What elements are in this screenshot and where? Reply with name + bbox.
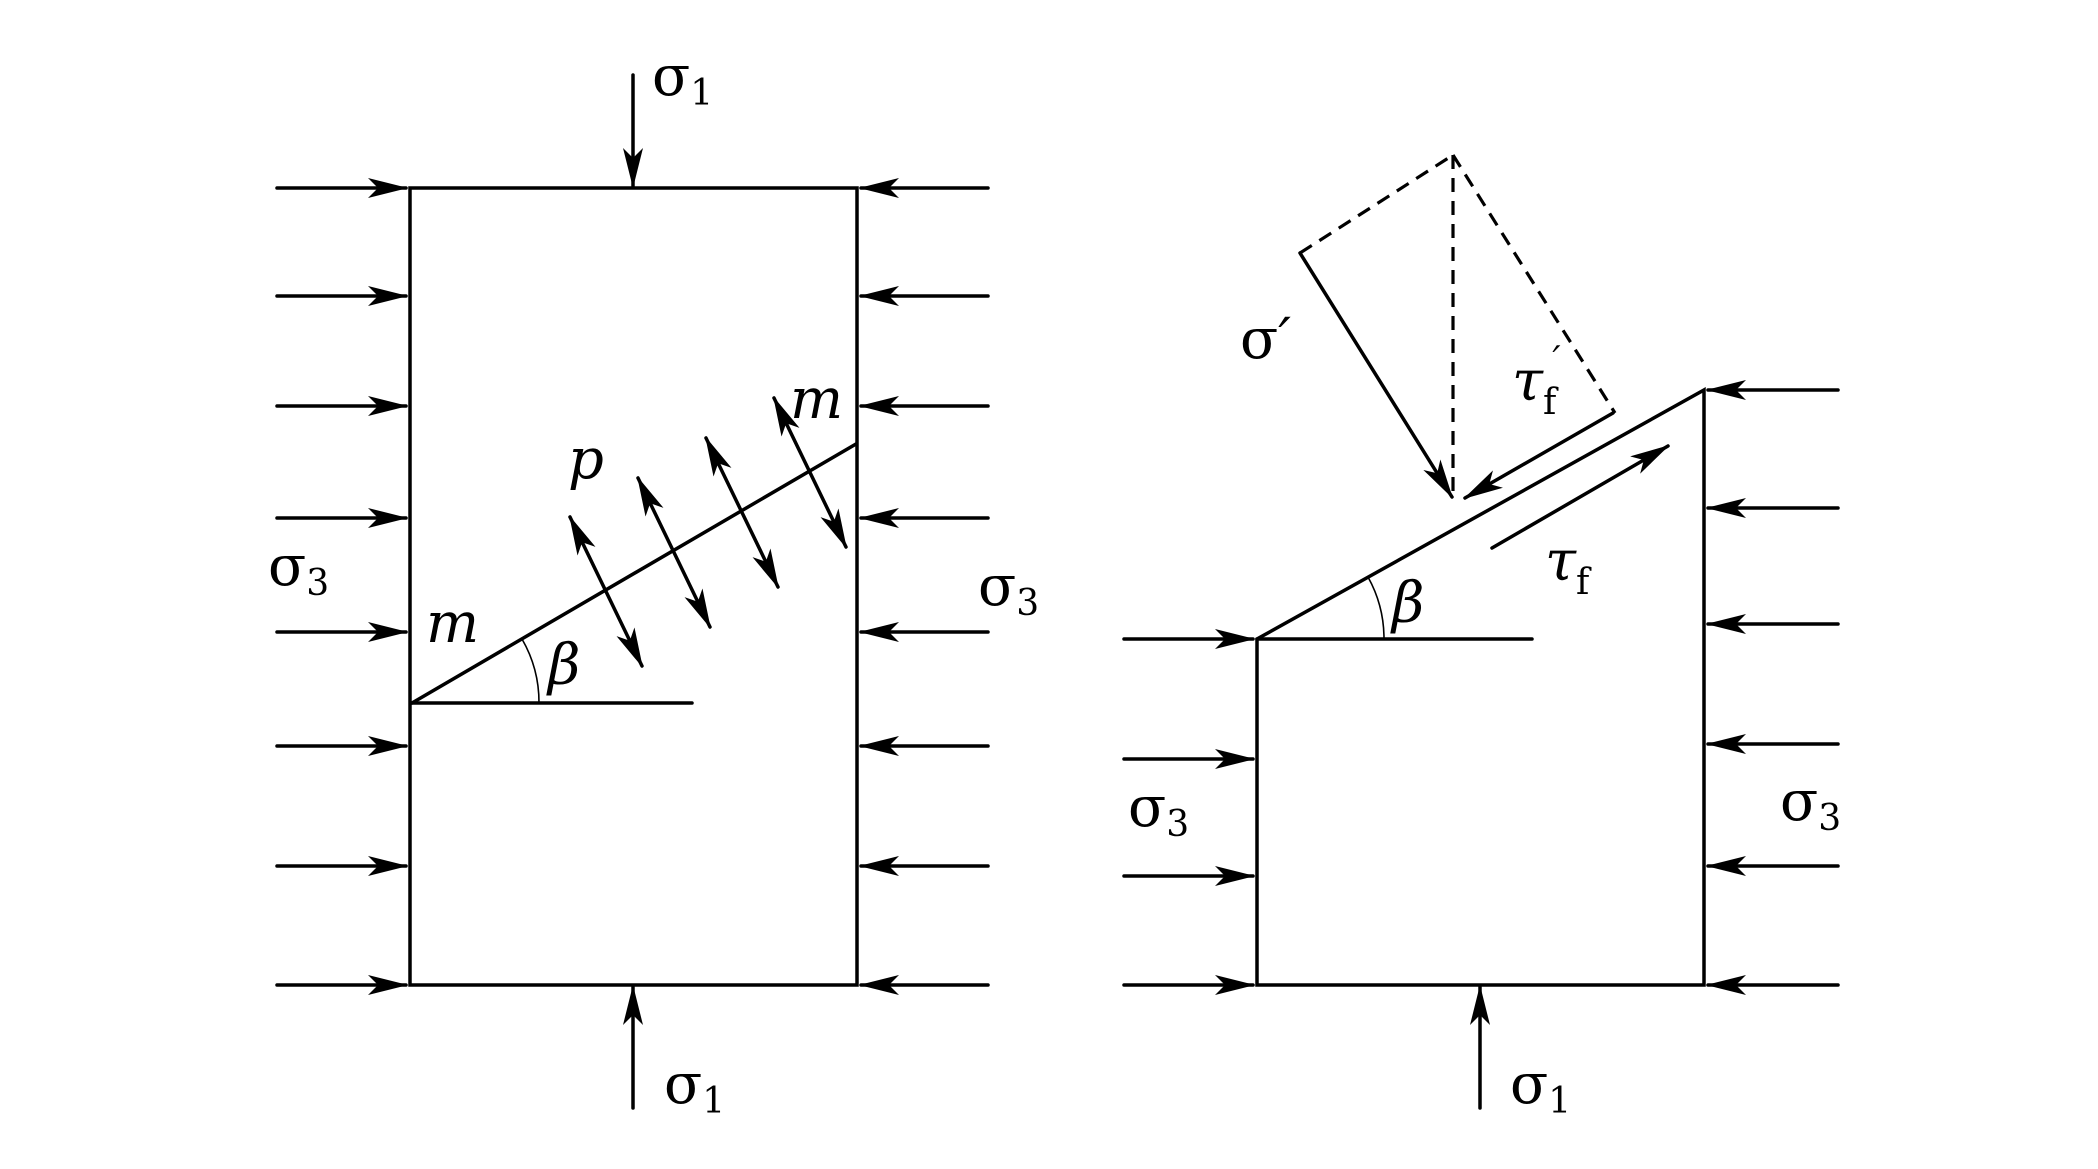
sigma-prime-arrow [1298,251,1454,499]
right-left-side-sigma3-arrows [1122,629,1255,995]
left-stress-label-p: p [568,427,604,492]
dashed-line [1299,153,1454,255]
tau-f-arrow [1490,444,1670,550]
right-side-sigma3-arrows [859,178,990,995]
tau-f-prime-arrow [1463,411,1615,500]
left-side-sigma3-arrows [275,178,408,995]
left-top-sigma1-label: σ1 [652,44,713,114]
tau-f-label: τf [1545,529,1592,603]
dashed-line [1451,154,1617,414]
double-arrow [704,436,780,589]
left-bottom-sigma1-label: σ1 [664,1052,725,1122]
sigma-prime-label: σ′ [1240,307,1291,372]
left-plane-label-m-lower: m [426,591,479,656]
right-right-side-sigma3-arrows [1706,380,1840,995]
right-beta-label: β [1390,571,1424,636]
right-figure: σ1 σ3 σ3 σ′ τf′ τf β [1122,153,1841,1122]
left-figure: σ1 σ1 σ3 σ3 m m p β [268,44,1039,1122]
right-beta-arc [1367,576,1385,640]
plane-stress-p-arrows [568,396,848,668]
double-arrow [636,476,712,629]
right-sigma3-label-left: σ3 [1128,775,1189,845]
left-specimen [408,186,859,987]
double-arrow [568,515,644,668]
left-beta-arc [521,638,540,704]
right-bottom-sigma1-label: σ1 [1510,1052,1571,1122]
right-specimen [1255,387,1706,987]
left-failure-plane [410,442,858,705]
left-sigma3-label-right: σ3 [978,554,1039,624]
left-beta-label: β [546,633,580,698]
left-sigma3-label-left: σ3 [268,534,329,604]
double-arrow [772,396,848,549]
left-plane-label-m-upper: m [790,367,843,432]
right-sigma3-label-right: σ3 [1780,769,1841,839]
tau-f-prime-label: τf′ [1512,340,1561,423]
